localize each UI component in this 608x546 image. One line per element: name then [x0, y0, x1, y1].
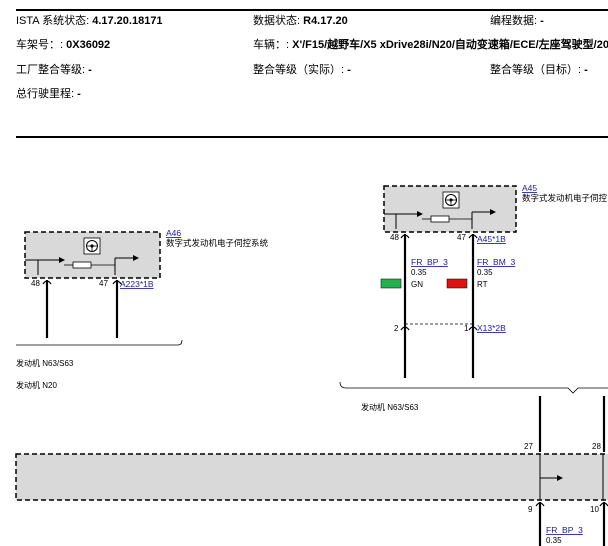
a45-connector-link[interactable]: A45*1B — [477, 234, 506, 244]
vin: 车架号：: 0X36092 — [16, 38, 110, 52]
wire2-color: RT — [477, 280, 488, 289]
a46-resistor — [72, 261, 92, 269]
wire2-color-swatch — [446, 278, 468, 289]
a46-description: 数字式发动机电子伺控系统 — [166, 238, 269, 248]
a45-description: 数字式发动机电子伺控 — [522, 193, 608, 203]
wire3-size: 0.35 — [546, 536, 562, 545]
mileage-label: 总行驶里程: — [16, 88, 78, 100]
report-header: ISTA 系统状态: 4.17.20.18171 数据状态: R4.17.20 … — [0, 0, 608, 140]
wire3-name-link[interactable]: FR_BP_3 — [546, 525, 583, 535]
a46-id-link[interactable]: A46 — [166, 228, 181, 238]
bottom-pin-28: 28 — [592, 442, 601, 451]
bottom-pin-27: 27 — [524, 442, 533, 451]
ista-status: ISTA 系统状态: 4.17.20.18171 — [16, 14, 163, 28]
data-status-label: 数据状态: — [253, 15, 304, 27]
bottom-module-box[interactable] — [15, 453, 608, 501]
programming-data: 编程数据: - — [490, 14, 544, 28]
wire2-size: 0.35 — [477, 268, 493, 277]
a45-id-link[interactable]: A45 — [522, 183, 537, 193]
factory-level-label: 工厂整合等级: — [16, 64, 89, 76]
factory-level: 工厂整合等级: - — [16, 63, 92, 77]
wire1-color-swatch — [380, 278, 402, 289]
bottom-pin-10: 10 — [590, 505, 599, 514]
module-a46[interactable] — [24, 231, 161, 279]
x13-pin-2: 2 — [394, 324, 399, 333]
programming-data-label: 编程数据: — [490, 15, 541, 27]
vehicle: 车辆：: X'/F15/越野车/X5 xDrive28i/N20/自动变速箱/E… — [253, 38, 608, 52]
engine-n20-left: 发动机 N20 — [16, 380, 57, 390]
x13-pin-2-socket — [400, 326, 410, 331]
a45-pin-48-socket — [400, 234, 410, 239]
left-bracket — [16, 339, 183, 346]
vin-value: 0X36092 — [66, 39, 111, 51]
a46-connector-link[interactable]: A223*1B — [120, 279, 154, 289]
wire1-color: GN — [411, 280, 423, 289]
target-level-label: 整合等级（目标）: — [490, 64, 585, 76]
center-bracket — [339, 381, 608, 394]
a46-pin-47-socket — [112, 280, 122, 285]
actual-level-label: 整合等级（实际）: — [253, 64, 348, 76]
target-level: 整合等级（目标）: - — [490, 63, 588, 77]
data-status: 数据状态: R4.17.20 — [253, 14, 348, 28]
header-top-rule — [16, 9, 608, 11]
target-level-value: - — [584, 64, 588, 76]
ista-status-value: 4.17.20.18171 — [92, 15, 163, 27]
a46-pin-48-socket — [42, 280, 52, 285]
vehicle-label: 车辆：: — [253, 39, 293, 51]
wire2-name-link[interactable]: FR_BM_3 — [477, 257, 516, 267]
engine-n63-mid: 发动机 N63/S63 — [361, 402, 419, 412]
x13-connector-link[interactable]: X13*2B — [477, 323, 506, 333]
mileage-value: - — [77, 88, 81, 100]
data-status-value: R4.17.20 — [303, 15, 348, 27]
bottom-pin-9: 9 — [528, 505, 533, 514]
ista-status-label: ISTA 系统状态: — [16, 15, 93, 27]
a46-pin-47: 47 — [99, 279, 108, 288]
engine-n63-left: 发动机 N63/S63 — [16, 358, 74, 368]
vehicle-value: X'/F15/越野车/X5 xDrive28i/N20/自动变速箱/ECE/左座… — [292, 39, 608, 51]
a46-pin-48: 48 — [31, 279, 40, 288]
actual-level: 整合等级（实际）: - — [253, 63, 351, 77]
bottom-pin-10-socket — [599, 502, 608, 507]
a45-pin-47-socket — [468, 234, 478, 239]
actual-level-value: - — [347, 64, 351, 76]
module-a45[interactable] — [383, 185, 517, 233]
mileage: 总行驶里程: - — [16, 87, 81, 101]
wire1-size: 0.35 — [411, 268, 427, 277]
a45-pin-48: 48 — [390, 233, 399, 242]
programming-data-value: - — [540, 15, 544, 27]
header-bottom-rule — [16, 136, 608, 138]
x13-pin-1: 1 — [464, 324, 469, 333]
bottom-pin-9-socket — [535, 502, 545, 507]
vin-label: 车架号：: — [16, 39, 67, 51]
a45-resistor — [430, 215, 450, 223]
x13-pin-1-socket — [468, 326, 478, 331]
factory-level-value: - — [88, 64, 92, 76]
a45-pin-47: 47 — [457, 233, 466, 242]
wire1-name-link[interactable]: FR_BP_3 — [411, 257, 448, 267]
